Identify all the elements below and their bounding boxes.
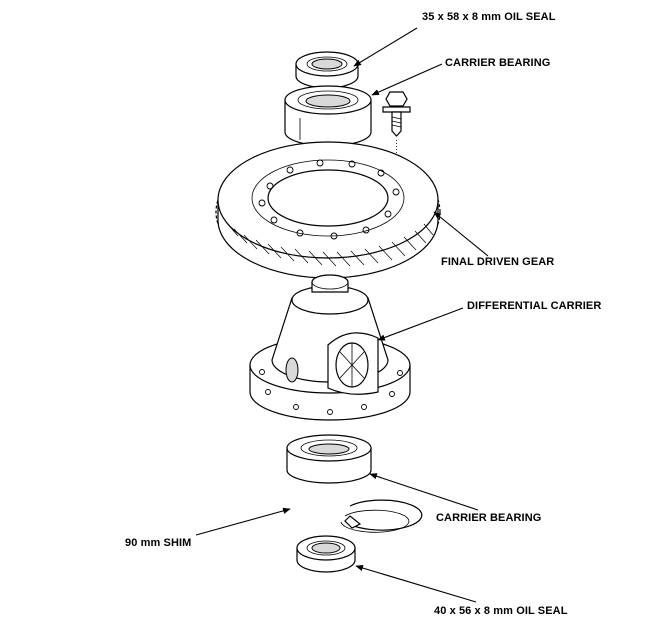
top-carrier-bearing	[284, 85, 372, 147]
label-bottom-oil-seal: 40 x 56 x 8 mm OIL SEAL	[434, 605, 568, 617]
label-differential-carrier: DIFFERENTIAL CARRIER	[467, 300, 602, 312]
leader-lines	[195, 27, 489, 603]
final-driven-gear	[215, 141, 441, 279]
label-shim: 90 mm SHIM	[125, 537, 192, 549]
label-top-carrier-bearing: CARRIER BEARING	[445, 57, 551, 69]
bolt	[382, 91, 411, 198]
pinion-gear	[335, 342, 369, 388]
carrier-bolt-holes	[259, 369, 403, 415]
bottom-carrier-bearing	[286, 434, 372, 484]
label-bottom-carrier-bearing: CARRIER BEARING	[436, 512, 542, 524]
gear-bolt-holes	[258, 159, 400, 240]
label-top-oil-seal: 35 x 58 x 8 mm OIL SEAL	[422, 11, 556, 23]
top-oil-seal	[295, 51, 359, 89]
shim-ring	[340, 499, 423, 533]
differential-carrier	[249, 274, 411, 421]
gear-teeth	[225, 221, 434, 267]
label-final-driven-gear: FINAL DRIVEN GEAR	[441, 256, 555, 268]
bottom-oil-seal	[296, 535, 356, 573]
